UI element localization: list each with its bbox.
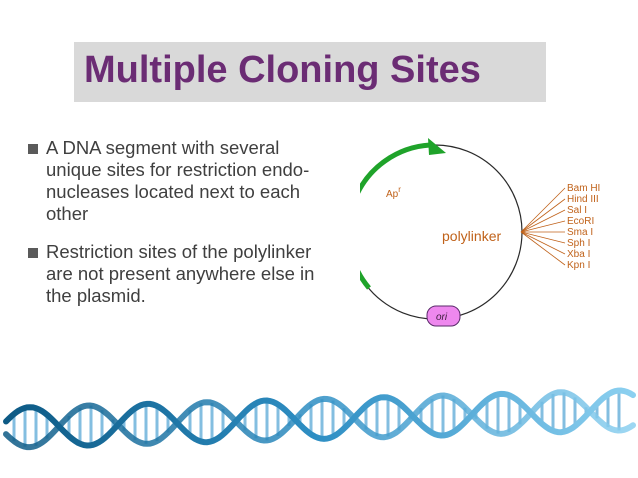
bullet-line: nucleases located next to each [46, 181, 301, 202]
polylinker-label: polylinker [442, 228, 501, 244]
bullet-line: the plasmid. [46, 285, 146, 306]
square-bullet-icon [28, 144, 38, 154]
gene-label: Apr [386, 185, 401, 200]
site-label: Bam HI [567, 183, 600, 194]
square-bullet-icon [28, 248, 38, 258]
site-line [520, 231, 566, 255]
site-label: Kpn I [567, 260, 590, 271]
ori-oval [426, 305, 461, 327]
gene-arrow [360, 142, 431, 290]
site-labels: Bam HI Hind III Sal I EcoRI Sma I Sph I … [567, 183, 600, 271]
site-label: Hind III [567, 194, 599, 205]
site-line [520, 231, 566, 244]
bullet-item: Restriction sites of the polylinker are … [28, 241, 358, 307]
plasmid-diagram: Apr polylinker ori Bam HI Hind III Sal I… [360, 138, 600, 327]
bullet-line: Restriction sites of the polylinker [46, 241, 312, 262]
site-line [520, 198, 566, 233]
site-lines [520, 187, 566, 266]
bullet-line: other [46, 203, 89, 224]
site-label: Sma I [567, 227, 593, 238]
bullet-line: are not present anywhere else in [46, 263, 315, 284]
bullet-line: unique sites for restriction endo- [46, 159, 310, 180]
ori-label: ori [436, 312, 448, 323]
dna-helix-image [3, 387, 636, 451]
bullet-item: A DNA segment with several unique sites … [28, 137, 358, 225]
site-line [520, 231, 566, 266]
bullet-list: A DNA segment with several unique sites … [28, 137, 358, 307]
helix-rungs [12, 390, 621, 447]
helix-strand [3, 389, 636, 451]
site-label: Xba I [567, 249, 590, 260]
site-label: Sal I [567, 205, 587, 216]
site-line [520, 209, 566, 233]
arrowhead-icon [428, 138, 446, 155]
helix-strand [3, 387, 636, 449]
site-line [520, 187, 566, 233]
site-line [520, 220, 566, 233]
site-label: Sph I [567, 238, 590, 249]
bullet-line: A DNA segment with several [46, 137, 280, 158]
slide-title: Multiple Cloning Sites [84, 49, 481, 91]
title-banner: Multiple Cloning Sites [74, 42, 546, 102]
site-label: EcoRI [567, 216, 594, 227]
